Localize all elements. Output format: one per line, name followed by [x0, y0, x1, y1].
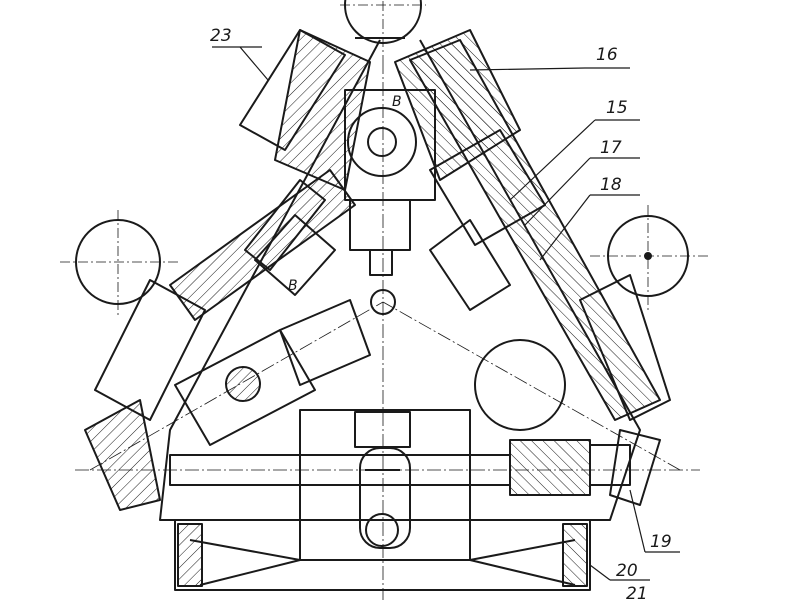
section-mark-left: B [288, 278, 298, 294]
callout-16: 16 [596, 45, 618, 65]
callout-19: 19 [650, 532, 672, 552]
horizontal-shaft [75, 429, 700, 506]
callout-18: 18 [600, 175, 622, 195]
callout-20: 20 [616, 561, 638, 581]
leader-lines [212, 46, 680, 581]
callout-15: 15 [606, 98, 628, 118]
center-workpiece [89, 60, 681, 600]
left-roller [60, 210, 180, 315]
left-slider-box [84, 279, 371, 511]
callout-17: 17 [600, 138, 622, 158]
right-roller [590, 205, 710, 310]
top-roller [340, 0, 426, 60]
section-mark-top: B [392, 94, 402, 110]
base-frame [174, 519, 591, 591]
left-arm [169, 29, 356, 321]
callout-21: 21 [626, 584, 648, 604]
callout-23: 23 [210, 26, 232, 46]
right-arm [409, 39, 671, 431]
